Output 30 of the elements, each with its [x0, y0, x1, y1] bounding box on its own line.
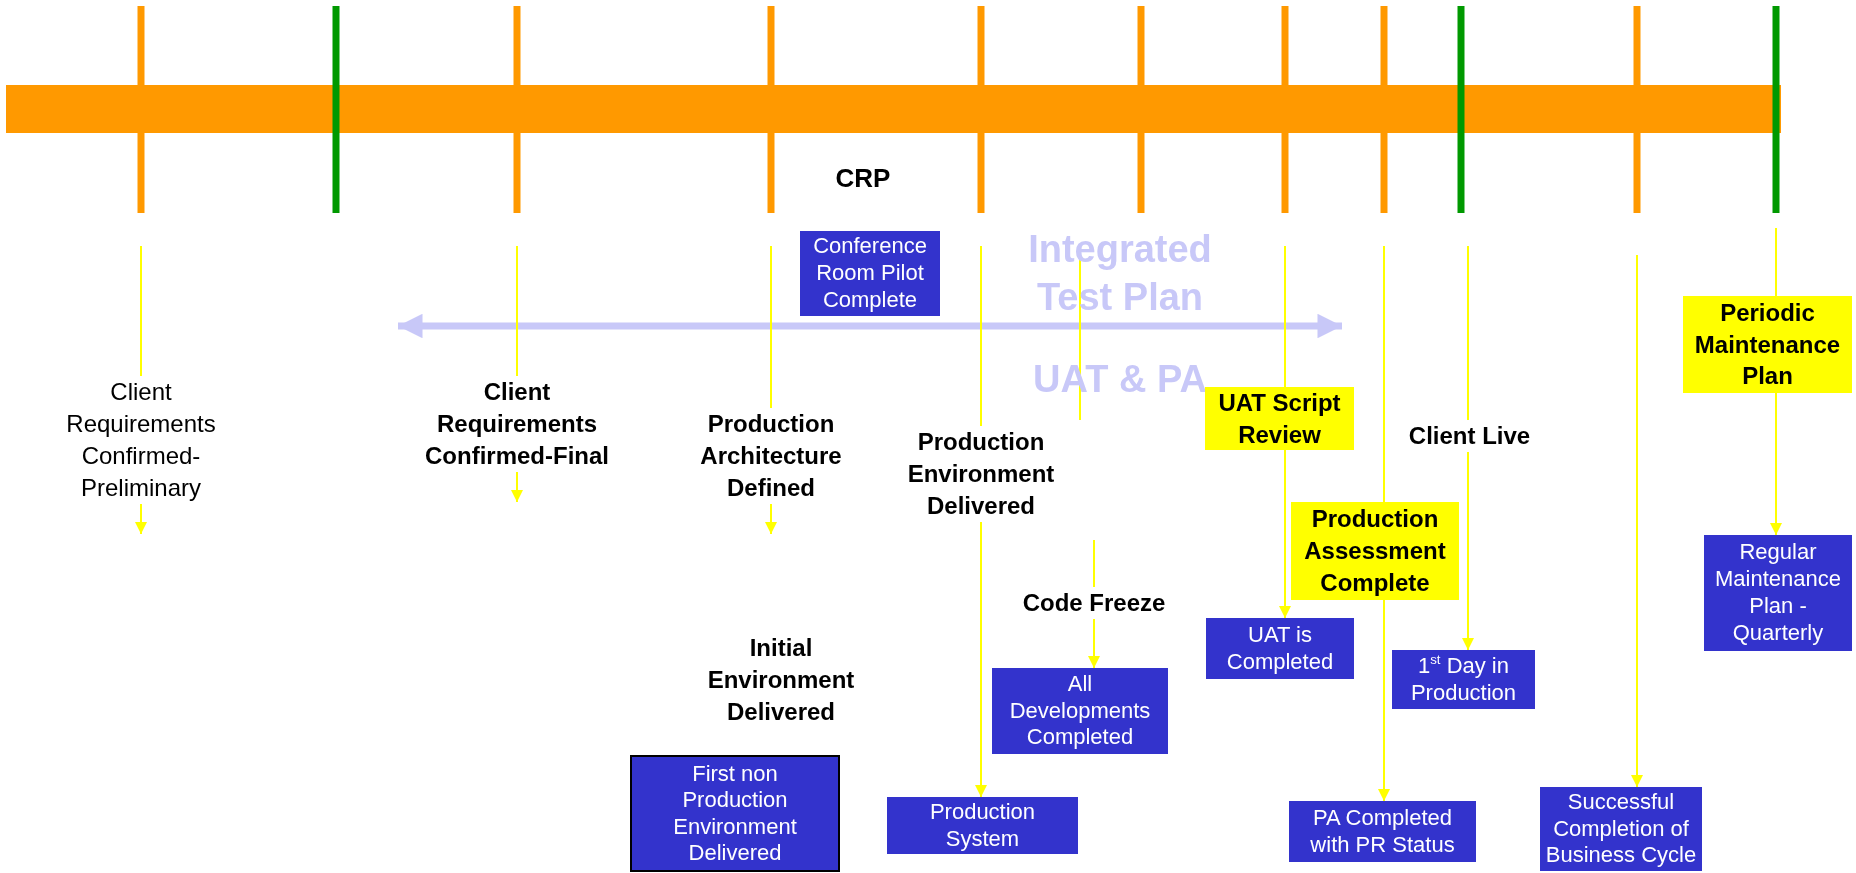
milestone-box: All Developments Completed	[992, 668, 1168, 754]
connector-arrow	[1378, 599, 1390, 802]
highlight-box: Production Assessment Complete	[1291, 502, 1459, 600]
connector-arrow	[975, 521, 987, 798]
connector-arrow	[1770, 392, 1782, 536]
milestone-label: Client Live	[1392, 420, 1547, 452]
milestone-label: Initial Environment Delivered	[686, 632, 876, 728]
milestone-label: Client Requirements Confirmed-Final	[422, 376, 612, 472]
section-heading: CRP	[834, 163, 892, 194]
connector-arrow	[1088, 618, 1100, 669]
milestone-box: Regular Maintenance Plan - Quarterly	[1704, 535, 1852, 651]
connector-arrow	[1462, 451, 1474, 651]
connector-arrow	[135, 503, 147, 535]
highlight-box: UAT Script Review	[1205, 387, 1354, 450]
connector-arrow	[765, 503, 777, 535]
milestone-label: Production Environment Delivered	[899, 426, 1063, 522]
highlight-box: Periodic Maintenance Plan	[1683, 296, 1852, 393]
milestone-box: Successful Completion of Business Cycle	[1540, 787, 1702, 871]
milestone-label: Production Architecture Defined	[666, 408, 876, 504]
connector-arrow	[511, 471, 523, 503]
milestone-label: Code Freeze	[1009, 587, 1179, 619]
milestone-box: Production System	[887, 797, 1078, 854]
milestone-box: 1$^{st}$ Day in Production	[1392, 650, 1535, 709]
milestone-box: PA Completed with PR Status	[1289, 801, 1476, 862]
milestone-box: Conference Room Pilot Complete	[800, 231, 940, 316]
connector-arrow	[1279, 449, 1291, 619]
milestone-box: UAT is Completed	[1206, 618, 1354, 679]
milestone-box: First non Production Environment Delivered	[630, 755, 840, 872]
milestone-label: Client Requirements Confirmed-Preliminary	[41, 376, 241, 504]
connector-arrow	[1631, 254, 1643, 788]
